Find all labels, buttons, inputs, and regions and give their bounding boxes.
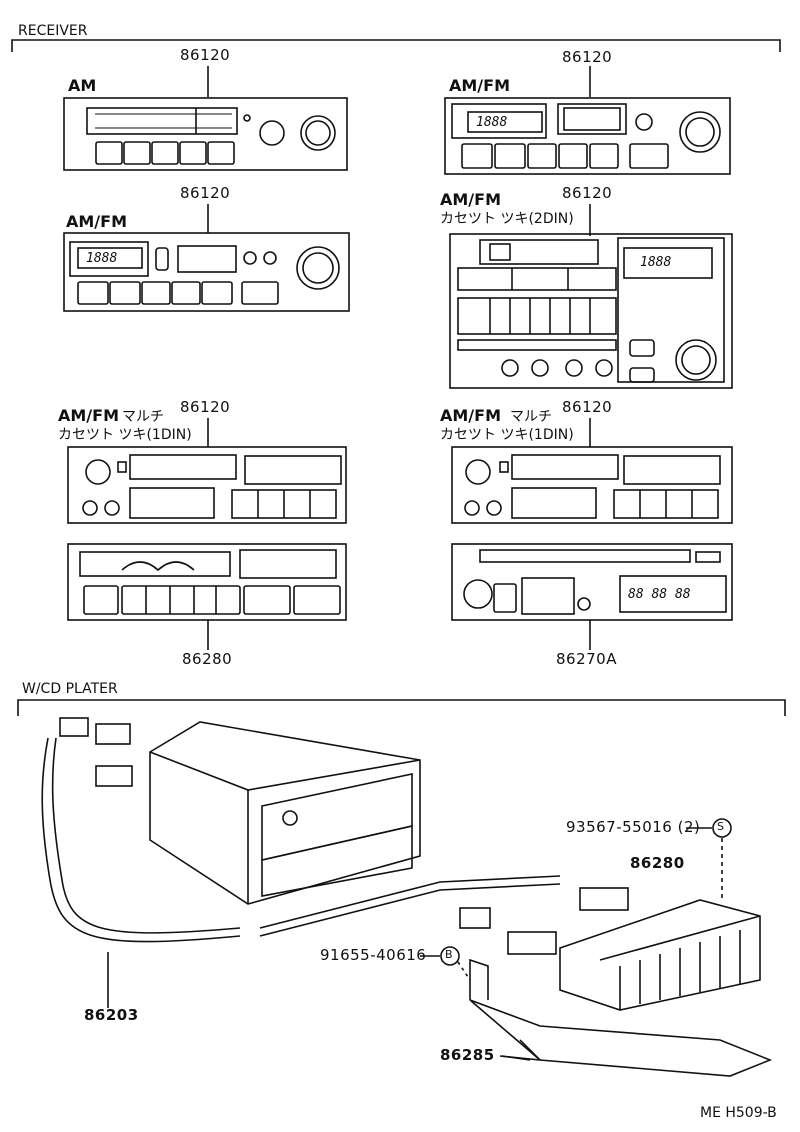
callout-bracket: 86285	[440, 1046, 495, 1064]
section-receiver-label: RECEIVER	[18, 23, 88, 39]
unit-title-4: AM/FM	[440, 190, 501, 209]
part-number-2: 86120	[562, 48, 613, 66]
unit-subtitle-5: カセツト ツキ(1DIN)	[58, 427, 192, 443]
unit-title-3: AM/FM	[66, 212, 127, 231]
unit-title-2: AM/FM	[449, 76, 510, 95]
unit-title2-5: マルチ	[122, 409, 164, 425]
unit-title-6: AM/FM	[440, 406, 501, 425]
unit-subtitle-6: カセツト ツキ(1DIN)	[440, 427, 574, 443]
radio-amfm-unit-a	[444, 97, 731, 175]
unit-title-1: AM	[68, 76, 97, 95]
display-2: 1888	[86, 251, 118, 266]
part-number-5: 86120	[180, 398, 231, 416]
radio-multi-cassette-left	[67, 446, 347, 524]
callout-bolt-marker: S	[717, 820, 724, 833]
receiver-bracket	[11, 39, 781, 52]
display-3: 1888	[640, 255, 672, 270]
radio-multi-cassette-right	[451, 446, 733, 524]
display-cd: 88 88 88	[628, 587, 691, 602]
part-number-eq: 86280	[182, 650, 233, 668]
callout-harness: 86203	[84, 1006, 139, 1024]
part-number-6: 86120	[562, 398, 613, 416]
unit-title-5: AM/FM	[58, 406, 119, 425]
wiring-harness	[41, 717, 629, 1008]
radio-amfm-cassette-2din	[449, 233, 733, 389]
radio-am-unit	[63, 97, 348, 171]
callout-screw: 91655-40616	[320, 946, 427, 964]
head-unit-assembly	[149, 721, 421, 905]
footer-code: ME H509-B	[700, 1105, 777, 1121]
part-number-1: 86120	[180, 46, 231, 64]
radio-amfm-unit-b	[63, 232, 350, 312]
equalizer-unit	[67, 543, 347, 621]
cd-player-unit	[451, 543, 733, 621]
amplifier-unit	[559, 899, 761, 1011]
unit-title2-6: マルチ	[510, 409, 552, 425]
unit-subtitle-4: カセツト ツキ(2DIN)	[440, 211, 574, 227]
callout-bolt: 93567-55016 (2)	[566, 818, 701, 836]
cd-bracket	[17, 699, 786, 716]
section-cd-label: W/CD PLATER	[22, 681, 118, 697]
display-1: 1888	[476, 115, 508, 130]
callout-amp: 86280	[630, 854, 685, 872]
part-number-cd: 86270A	[556, 650, 617, 668]
part-number-4: 86120	[562, 184, 613, 202]
callout-screw-marker: B	[445, 948, 453, 961]
part-number-3: 86120	[180, 184, 231, 202]
